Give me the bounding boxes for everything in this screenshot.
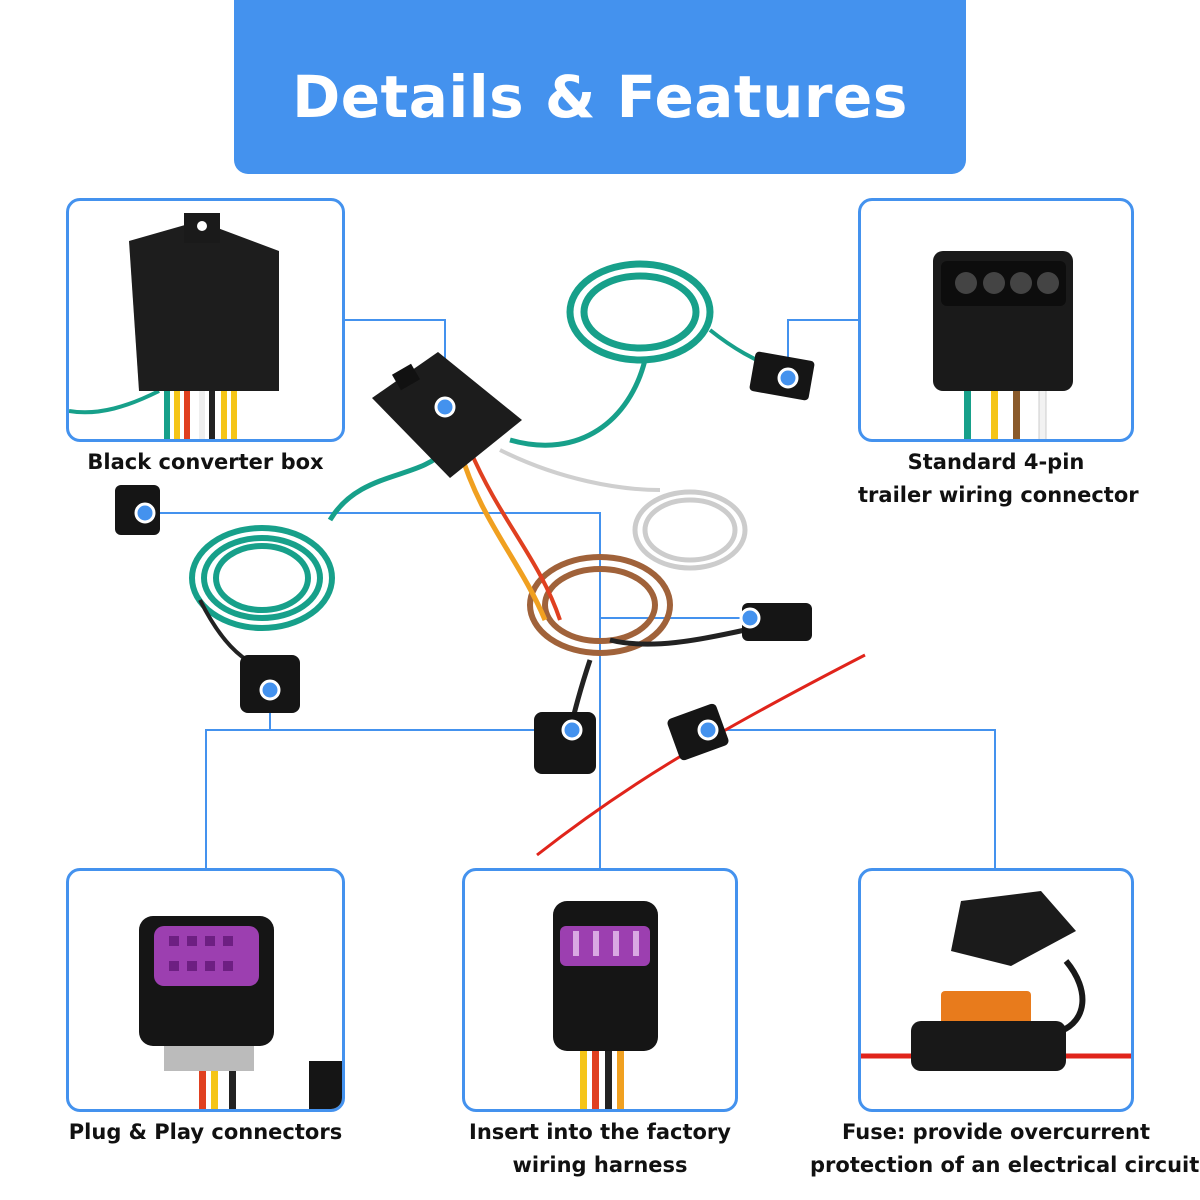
- factory-harness-image: [553, 901, 658, 1109]
- four-pin-image: [933, 251, 1073, 439]
- card-fuse: [858, 868, 1134, 1112]
- card-factory-harness: [462, 868, 738, 1112]
- card-plug-play: [66, 868, 345, 1112]
- caption-plug-play: Plug & Play connectors: [68, 1120, 343, 1144]
- caption-fuse: Fuse: provide overcurrent protection of …: [810, 1120, 1200, 1177]
- card-four-pin: [858, 198, 1134, 442]
- caption-four-pin: Standard 4-pin trailer wiring connector: [858, 450, 1139, 507]
- green-coil-left: [189, 525, 335, 631]
- brown-coil: [527, 554, 673, 656]
- fuse-image: [861, 891, 1131, 1071]
- callout-dots: [134, 367, 799, 741]
- title-banner: Details & Features: [234, 0, 966, 174]
- caption-factory-harness: Insert into the factory wiring harness: [469, 1120, 731, 1177]
- converter-box-image: [69, 213, 279, 439]
- page-title: Details & Features: [292, 63, 908, 131]
- caption-converter-box: Black converter box: [87, 450, 324, 474]
- plug-play-image: [139, 916, 342, 1109]
- card-converter-box: [66, 198, 345, 442]
- grey-coil: [632, 489, 748, 571]
- green-coil-right: [566, 260, 714, 364]
